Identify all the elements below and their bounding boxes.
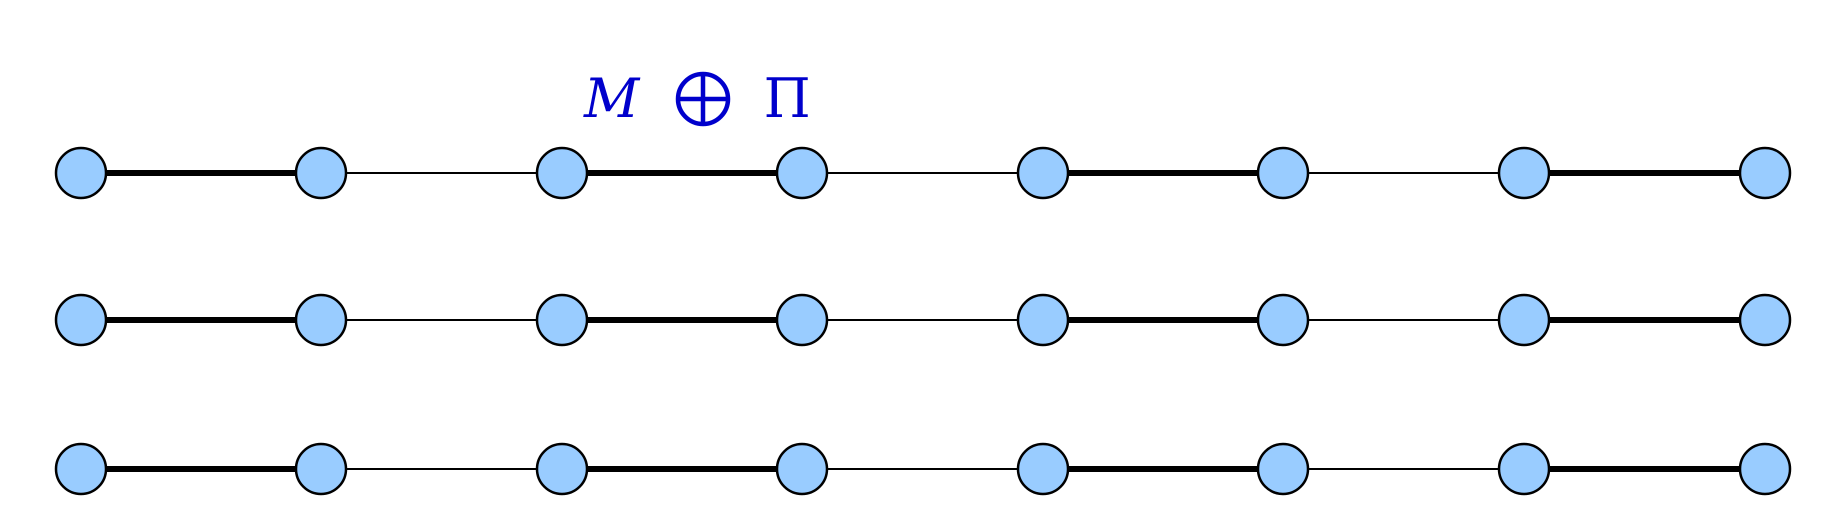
graph-node: [54, 146, 108, 200]
graph-node: [1497, 442, 1551, 496]
oplus-symbol: [676, 71, 731, 127]
graph-node: [294, 146, 348, 200]
graph-node: [1738, 146, 1792, 200]
graph-node: [775, 146, 829, 200]
path-row-2: [54, 293, 1792, 347]
graph-node: [1016, 442, 1070, 496]
graph-node: [54, 293, 108, 347]
formula-left: M: [584, 67, 640, 130]
formula-right: Π: [763, 67, 811, 130]
graph-node: [535, 442, 589, 496]
graph-node: [1497, 146, 1551, 200]
graph-node: [294, 293, 348, 347]
formula-label: M Π: [584, 64, 811, 134]
graph-node: [54, 442, 108, 496]
graph-node: [294, 442, 348, 496]
graph-node: [1497, 293, 1551, 347]
graph-node: [775, 293, 829, 347]
graph-node: [1256, 442, 1310, 496]
path-row-1: [54, 146, 1792, 200]
path-row-3: [54, 442, 1792, 496]
graph-node: [775, 442, 829, 496]
graph-node: [1256, 146, 1310, 200]
graph-node: [1256, 293, 1310, 347]
graph-node: [1738, 293, 1792, 347]
graph-node: [1016, 293, 1070, 347]
graph-node: [535, 293, 589, 347]
graph-node: [1738, 442, 1792, 496]
graph-node: [1016, 146, 1070, 200]
graph-node: [535, 146, 589, 200]
